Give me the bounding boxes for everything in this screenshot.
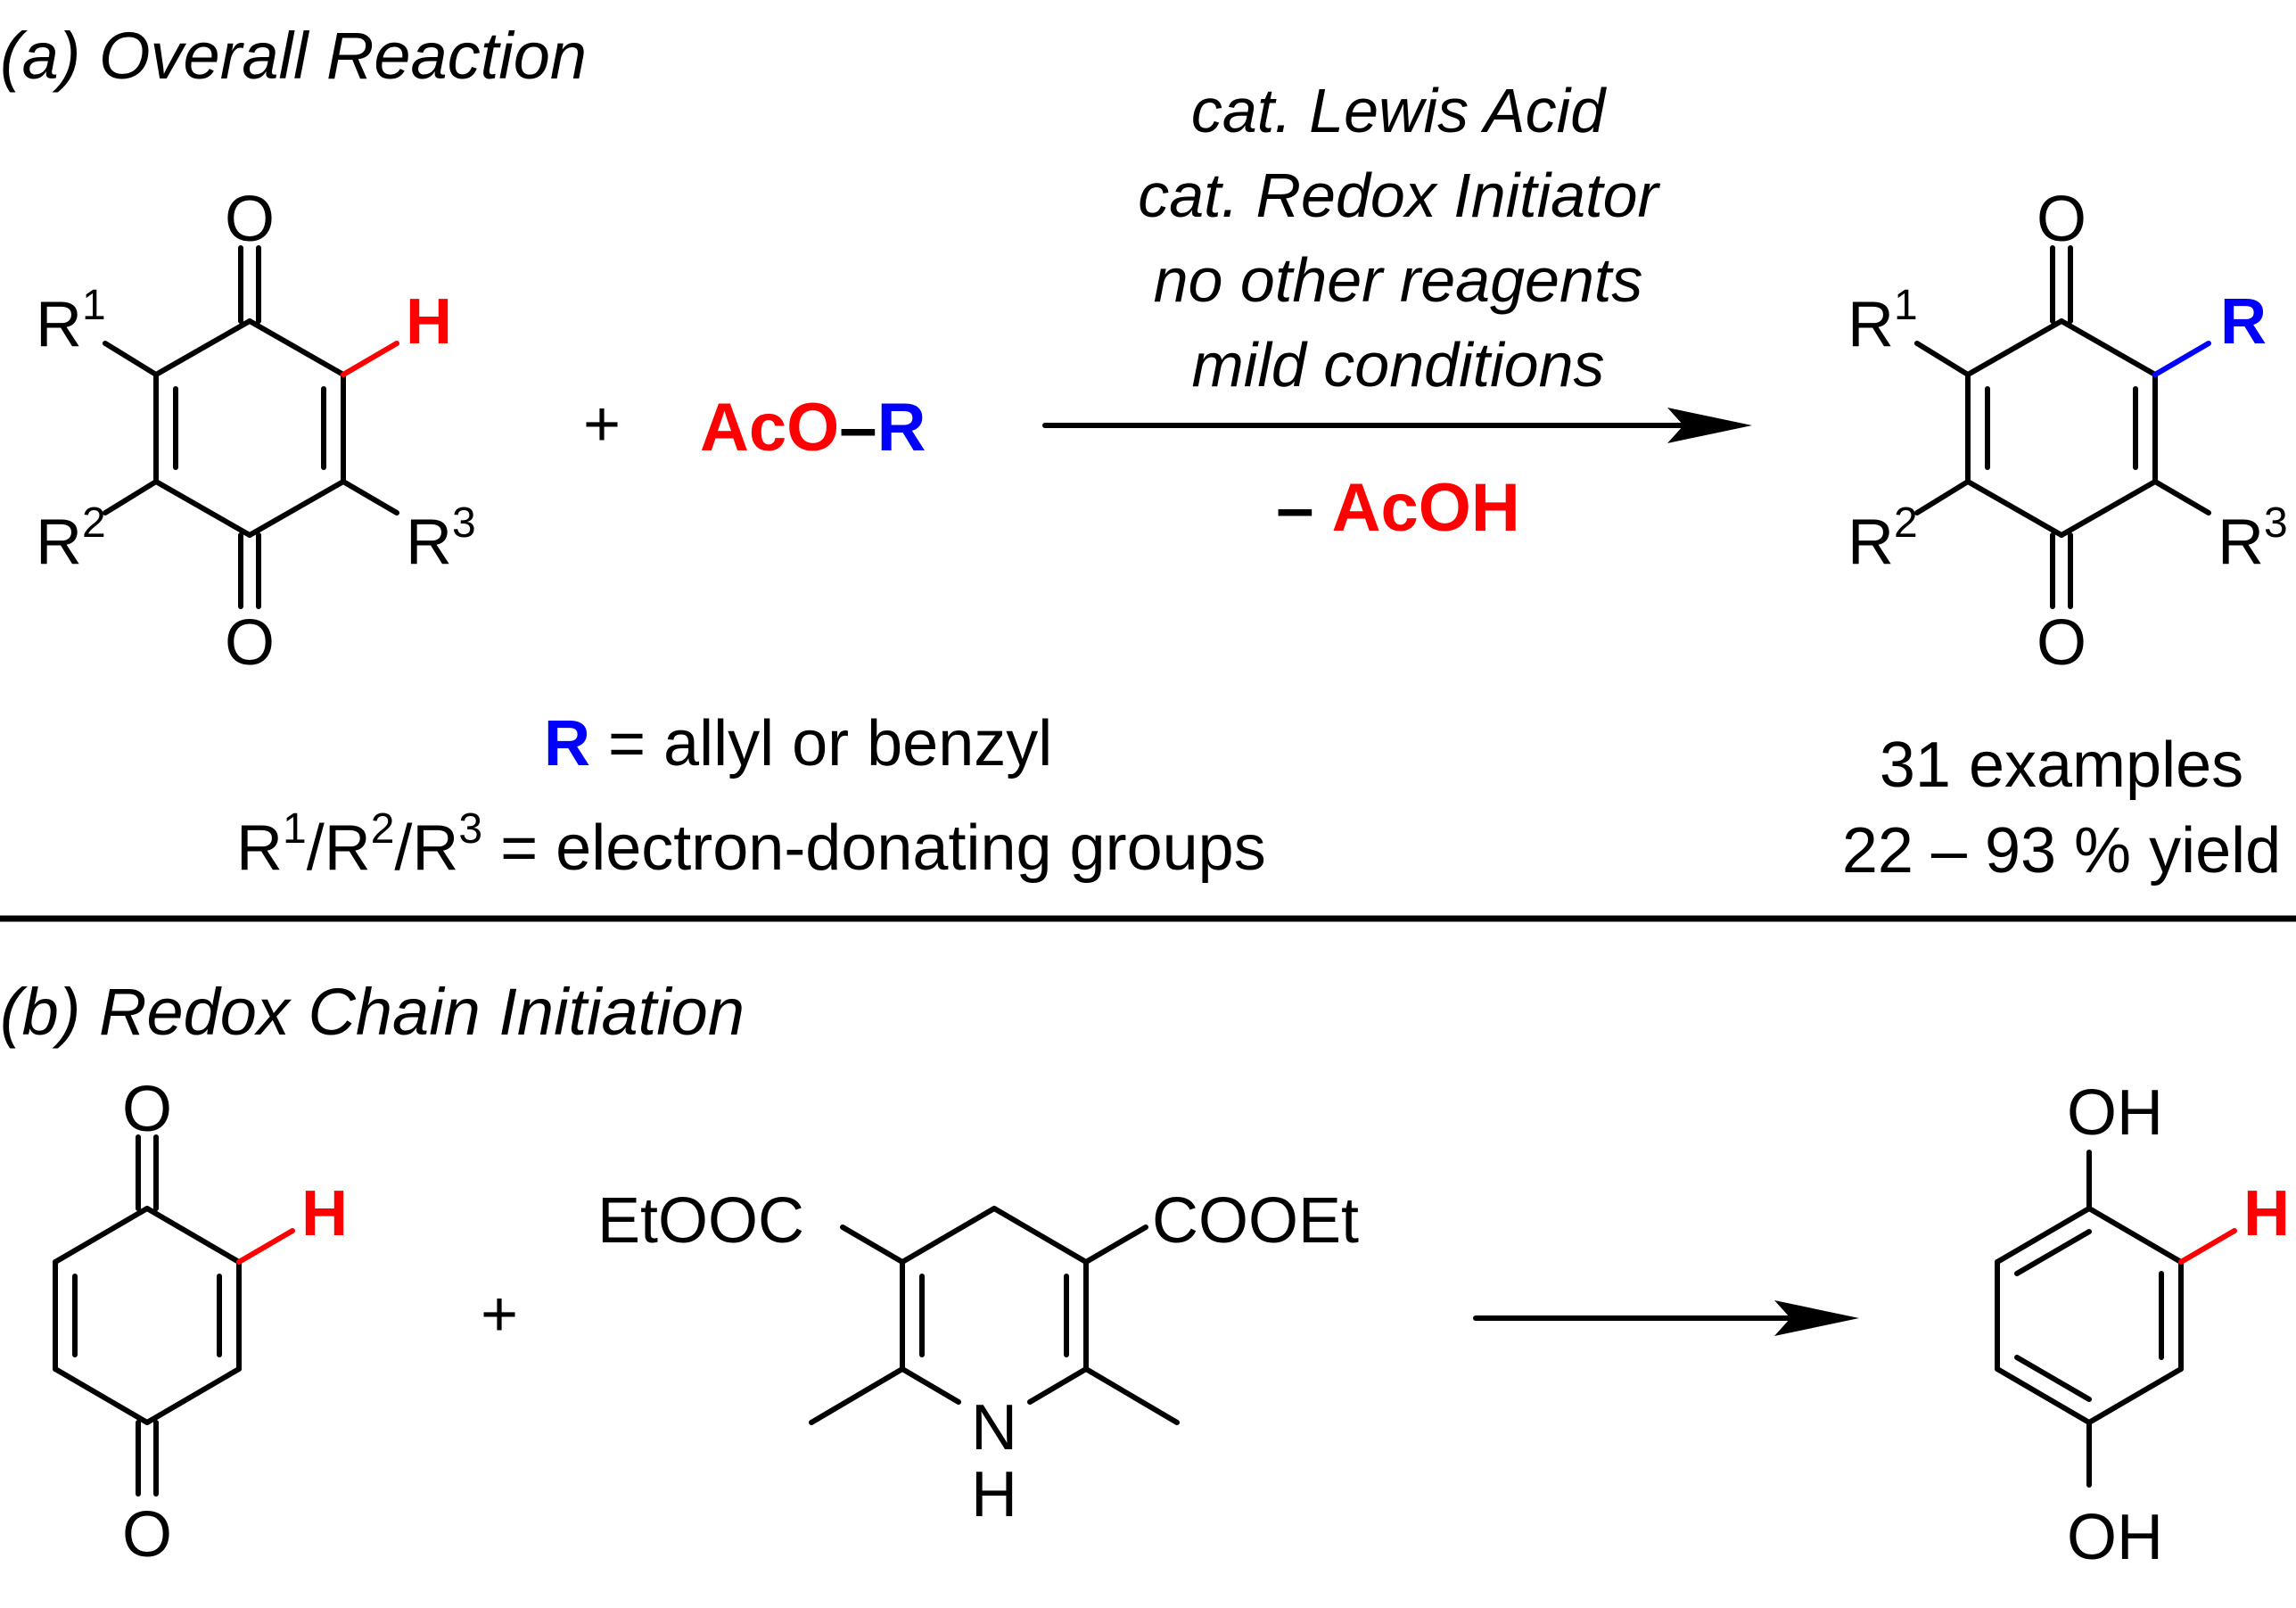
product-r2-letter: R xyxy=(1847,507,1894,578)
panel-b: (b) Redox Chain Initiation O O H xyxy=(0,975,2290,1573)
bq-oxygen-top: O xyxy=(122,1074,172,1145)
bq-hydrogen: H xyxy=(301,1178,348,1249)
byproduct-label: –AcOH xyxy=(1276,470,1519,546)
product-r1-letter: R xyxy=(1847,289,1894,360)
hq-hydrogen: H xyxy=(2243,1178,2290,1249)
product-r2-label: R2 xyxy=(1847,499,1918,578)
reaction-arrow-b xyxy=(1473,1300,1859,1336)
r1-superscript: 1 xyxy=(82,282,106,329)
r2-letter: R xyxy=(36,507,82,578)
aco-group: AcO xyxy=(700,390,839,466)
product-oxygen-bottom: O xyxy=(2037,607,2086,679)
hq-hydroxyl-bottom: OH xyxy=(2067,1502,2163,1573)
r1-label: R1 xyxy=(36,282,106,360)
condition-mild: mild conditions xyxy=(1192,330,1605,400)
product-r3-label: R3 xyxy=(2218,499,2288,578)
oxygen-bottom-label: O xyxy=(225,607,275,679)
byproduct-minus: – xyxy=(1276,470,1313,546)
aco-bond-dash: – xyxy=(839,390,876,466)
reaction-conditions: cat. Lewis Acid cat. Redox Initiator no … xyxy=(1138,76,1660,400)
hydroquinone: OH OH H xyxy=(1995,1077,2290,1573)
panel-a-heading: (a) Overall Reaction xyxy=(0,19,587,93)
rgroup-definition: R1/R2/R3 = electron-donating groups xyxy=(236,805,1266,884)
bq-oxygen-bottom: O xyxy=(122,1499,172,1571)
r3-superscript: 3 xyxy=(452,499,476,547)
product-ring-bonds xyxy=(1914,245,2211,609)
hantzsch-nitrogen: N xyxy=(971,1392,1017,1464)
condition-lewis-acid: cat. Lewis Acid xyxy=(1191,76,1607,145)
product-r2-superscript: 2 xyxy=(1894,499,1918,547)
r-definition-symbol: R xyxy=(544,708,590,779)
r2-label: R2 xyxy=(36,499,106,578)
r3-label: R3 xyxy=(406,499,476,578)
product-quinone: O O R R1 R2 R3 xyxy=(1847,184,2288,679)
examples-count: 31 examples xyxy=(1880,730,2243,801)
panel-a: (a) Overall Reaction O xyxy=(0,19,2288,886)
hydrogen-label: H xyxy=(406,286,452,358)
aco-r-group: R xyxy=(877,390,926,466)
product-r-label: R xyxy=(2220,286,2267,358)
hantzsch-ester: N H EtOOC COOEt xyxy=(597,1185,1359,1530)
product-r3-letter: R xyxy=(2218,507,2264,578)
plus-sign-a: + xyxy=(583,389,621,460)
r-definition-text: = allyl or benzyl xyxy=(590,708,1052,779)
product-oxygen-top: O xyxy=(2037,184,2086,255)
benzoquinone: O O H xyxy=(53,1074,348,1571)
product-r3-superscript: 3 xyxy=(2264,499,2288,547)
plus-sign-b: + xyxy=(481,1279,518,1350)
left-ester-label: EtOOC xyxy=(597,1185,804,1257)
reactant-quinone: O O H R1 R2 R3 xyxy=(36,184,476,679)
reaction-arrow-a xyxy=(1042,408,1752,443)
allyl-acetate-label: AcO–R xyxy=(700,390,926,466)
right-ester-label: COOEt xyxy=(1152,1185,1359,1257)
hantzsch-bonds xyxy=(809,1206,1180,1425)
condition-redox-initiator: cat. Redox Initiator xyxy=(1138,161,1660,230)
r1-letter: R xyxy=(36,289,82,360)
hq-hydroxyl-top: OH xyxy=(2067,1077,2163,1149)
panel-b-heading: (b) Redox Chain Initiation xyxy=(0,975,745,1049)
yield-range: 22 – 93 % yield xyxy=(1842,815,2281,886)
r-definition: R = allyl or benzyl xyxy=(544,708,1052,779)
product-r1-superscript: 1 xyxy=(1894,282,1918,329)
quinone-ring-bonds xyxy=(103,245,399,609)
r2-superscript: 2 xyxy=(82,499,106,547)
hantzsch-nh-hydrogen: H xyxy=(971,1459,1017,1530)
product-r1-label: R1 xyxy=(1847,282,1918,360)
benzoquinone-bonds xyxy=(53,1134,295,1497)
oxygen-top-label: O xyxy=(225,184,275,255)
hydroquinone-bonds xyxy=(1995,1150,2237,1488)
byproduct-acoh: AcOH xyxy=(1332,470,1520,546)
r3-letter: R xyxy=(406,507,452,578)
condition-no-reagents: no other reagents xyxy=(1154,245,1643,315)
